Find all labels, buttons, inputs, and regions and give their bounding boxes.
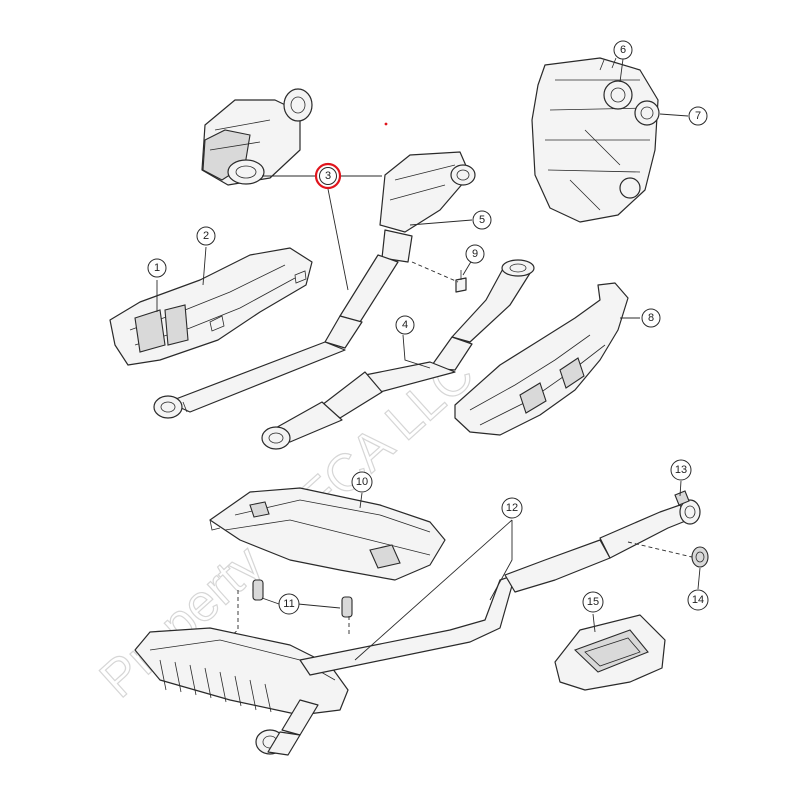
isolator-right[interactable] [341,596,353,618]
callout-label: 15 [587,596,599,608]
callout-label: 13 [675,464,687,476]
callout-label: 1 [154,262,160,274]
callout-4[interactable]: 4 [395,315,415,335]
callout-11[interactable]: 11 [278,593,300,615]
engine-block [531,57,660,223]
underbody-heat-shield[interactable] [209,487,446,581]
isolator-left[interactable] [252,579,264,601]
callout-10[interactable]: 10 [351,471,373,493]
hanger-bracket[interactable] [674,490,690,506]
callout-label: 14 [692,594,704,606]
catalytic-converter-left[interactable] [201,88,313,186]
callout-label: 10 [356,476,368,488]
callout-14[interactable]: 14 [687,589,709,611]
callout-13[interactable]: 13 [670,459,692,481]
callout-label: 4 [402,319,408,331]
callout-12[interactable]: 12 [501,497,523,519]
callout-5[interactable]: 5 [472,210,492,230]
callout-label: 6 [620,44,626,56]
callout-3[interactable]: 3 [314,162,342,190]
rear-heat-shield[interactable] [554,614,666,691]
callout-label: 11 [283,598,294,610]
callout-8[interactable]: 8 [641,308,661,328]
intermediate-pipe[interactable] [261,259,535,450]
bolt[interactable] [455,270,467,293]
callout-7[interactable]: 7 [688,106,708,126]
leader-lines [156,58,701,661]
callout-6[interactable]: 6 [613,40,633,60]
callout-label: 5 [479,214,485,226]
muffler-tailpipe-assembly[interactable] [134,499,701,756]
isolator-rear[interactable] [691,546,709,568]
callout-label: 9 [472,248,478,260]
callout-2[interactable]: 2 [196,226,216,246]
callout-label: 8 [648,312,654,324]
callout-15[interactable]: 15 [582,591,604,613]
heat-shield-right[interactable] [454,282,629,436]
callout-9[interactable]: 9 [465,244,485,264]
callout-label: 2 [203,230,209,242]
callout-label: 12 [506,502,518,514]
callout-label: 7 [695,110,701,122]
converter-front-pipe[interactable] [153,151,476,419]
heat-shield-left[interactable] [109,247,313,366]
red-dot-marker [384,122,388,126]
callout-1[interactable]: 1 [147,258,167,278]
callout-label: 3 [325,170,331,182]
